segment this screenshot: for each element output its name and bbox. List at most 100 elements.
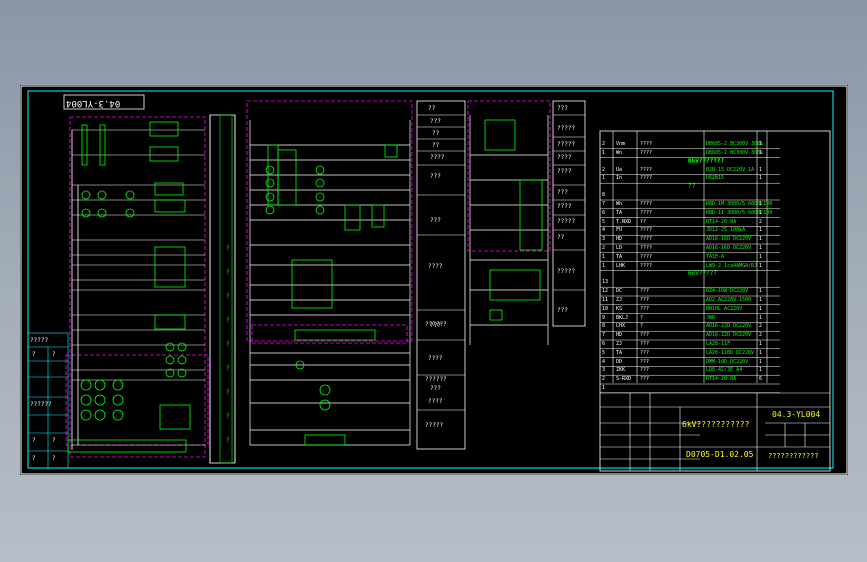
bom-cell: DD — [616, 358, 623, 365]
bom-cell: ??? — [640, 332, 650, 339]
bom-cell: 4 — [602, 358, 606, 365]
centre-note-box — [416, 100, 466, 450]
bom-cell: 1 — [759, 201, 763, 207]
drawing-number: D0705-D1.02.05 — [686, 450, 754, 459]
bom-cell: Ua — [616, 166, 623, 173]
bom-cell: ??? — [640, 297, 650, 303]
right-dashed-box — [467, 100, 551, 252]
bom-cell: 2 — [602, 376, 606, 383]
centre-note-13: ?????? — [425, 321, 447, 328]
bom-cell: D62B15 — [706, 175, 725, 182]
left-dashed-box-bottom — [65, 354, 209, 446]
bom-table-frame — [599, 130, 831, 472]
bom-cell: 5 — [602, 349, 606, 356]
bom-group-header: ?? — [688, 183, 696, 191]
terminal-mark: ? — [226, 341, 230, 348]
bom-cell: 1 — [602, 262, 606, 269]
bom-cell: AD2 AC220V 1500 — [706, 297, 752, 303]
bom-cell: ??? — [640, 305, 650, 312]
bom-cell: DB685-2 BC300V 300k — [706, 141, 764, 147]
far-right-note: ????? — [557, 268, 576, 275]
bom-cell: 1 — [759, 305, 763, 312]
bom-cell: JD12-25 100kA — [706, 227, 746, 234]
bom-cell: LHK — [616, 262, 626, 269]
terminal-mark: ? — [226, 293, 230, 300]
terminal-mark: ? — [226, 413, 230, 420]
bom-cell: ??? — [640, 341, 650, 347]
far-right-note: ???? — [557, 168, 572, 175]
title-box-left — [63, 94, 145, 110]
bom-cell: 1 — [759, 209, 763, 216]
bom-cell: TA — [616, 349, 623, 356]
bom-cell: 1 — [602, 149, 606, 156]
bom-cell: ??? — [640, 367, 650, 374]
bom-cell: ZKK — [616, 367, 626, 374]
terminal-strip-left — [209, 114, 236, 464]
left-devices — [67, 121, 191, 453]
centre-note-7: ??? — [430, 217, 441, 224]
bom-cell: 3 — [602, 367, 606, 374]
bom-cell: ??? — [640, 288, 650, 295]
bom-cell: ???? — [640, 227, 653, 234]
bom-cell: TA — [616, 209, 623, 216]
far-right-note: ????? — [557, 125, 576, 132]
bom-cell: 11 — [602, 297, 609, 303]
far-right-note: ?? — [557, 234, 565, 241]
bom-cell: 6 — [602, 341, 606, 347]
bom-cell: ???? — [640, 262, 653, 269]
bom-cell: HD — [616, 332, 623, 339]
bom-group-header: 6kV??????? — [688, 157, 725, 165]
terminal-mark: ? — [226, 437, 230, 444]
far-right-note: ??? — [557, 307, 568, 314]
bom-cell: Wn — [616, 149, 623, 156]
terminal-mark: ? — [226, 269, 230, 276]
centre-note-2: ??? — [430, 118, 441, 125]
bom-cell: 4 — [602, 227, 606, 234]
bom-cell: DZ4-16W DC220V — [706, 288, 749, 295]
bom-cell: 1 — [759, 149, 763, 156]
centre-note-14: ???? — [428, 398, 443, 405]
bom-cell: 2 — [602, 141, 606, 147]
terminal-mark: ? — [226, 245, 230, 252]
bom-cell: 1 — [759, 227, 763, 234]
far-right-note: ???? — [557, 203, 572, 210]
left-note-6: ? — [52, 437, 56, 444]
centre-note-5: ???? — [430, 154, 445, 161]
left-note-grid — [27, 332, 69, 469]
bom-cell: 7 — [602, 201, 606, 207]
bom-cell: DB685-2 BC300V 300k — [706, 149, 764, 156]
bom-cell: ZJ — [616, 297, 623, 303]
centre-note-9: ??? — [430, 322, 441, 329]
bom-cell: RT14-20 8A — [706, 218, 737, 225]
bom-cell: 13 — [602, 279, 609, 286]
bom-cell: ?? — [640, 218, 647, 225]
centre-note-15: ????? — [425, 422, 444, 429]
left-note-7: ? — [32, 455, 36, 462]
far-right-note: ???? — [557, 154, 572, 161]
bom-cell: 1 — [602, 253, 606, 260]
bom-cell: LA28-11BD DC220V — [706, 349, 755, 356]
bom-cell: 8 — [602, 192, 606, 199]
bom-cell: 2 — [602, 245, 606, 251]
bom-cell: LW9-2 1ca4AMGA/RJ — [706, 262, 758, 269]
far-right-note: ????? — [557, 141, 576, 148]
bom-cell: 1 — [759, 253, 763, 260]
bom-cell: 2 — [602, 166, 606, 173]
bom-cell: S-RXD — [616, 376, 632, 383]
bom-cell: LD — [616, 245, 623, 251]
bom-cell: DMM-10D DC220V — [706, 358, 749, 365]
bom-cell: KS — [616, 305, 623, 312]
bom-cell: LD8-42/3P A4 — [706, 367, 743, 374]
left-note-1: ????? — [30, 337, 49, 344]
bom-cell: ???? — [640, 166, 653, 173]
terminal-mark: ? — [226, 389, 230, 396]
bom-cell: LHX — [616, 323, 626, 330]
bom-cell: 6 — [602, 209, 606, 216]
bom-cell: JWR — [706, 314, 716, 321]
bom-cell: 7 — [602, 332, 606, 339]
bom-cell: 2 — [759, 218, 763, 225]
left-dashed-box — [69, 116, 206, 458]
bom-cell: ???? — [640, 175, 653, 182]
right-note-box — [552, 100, 586, 327]
bom-cell: ???? — [640, 201, 653, 207]
